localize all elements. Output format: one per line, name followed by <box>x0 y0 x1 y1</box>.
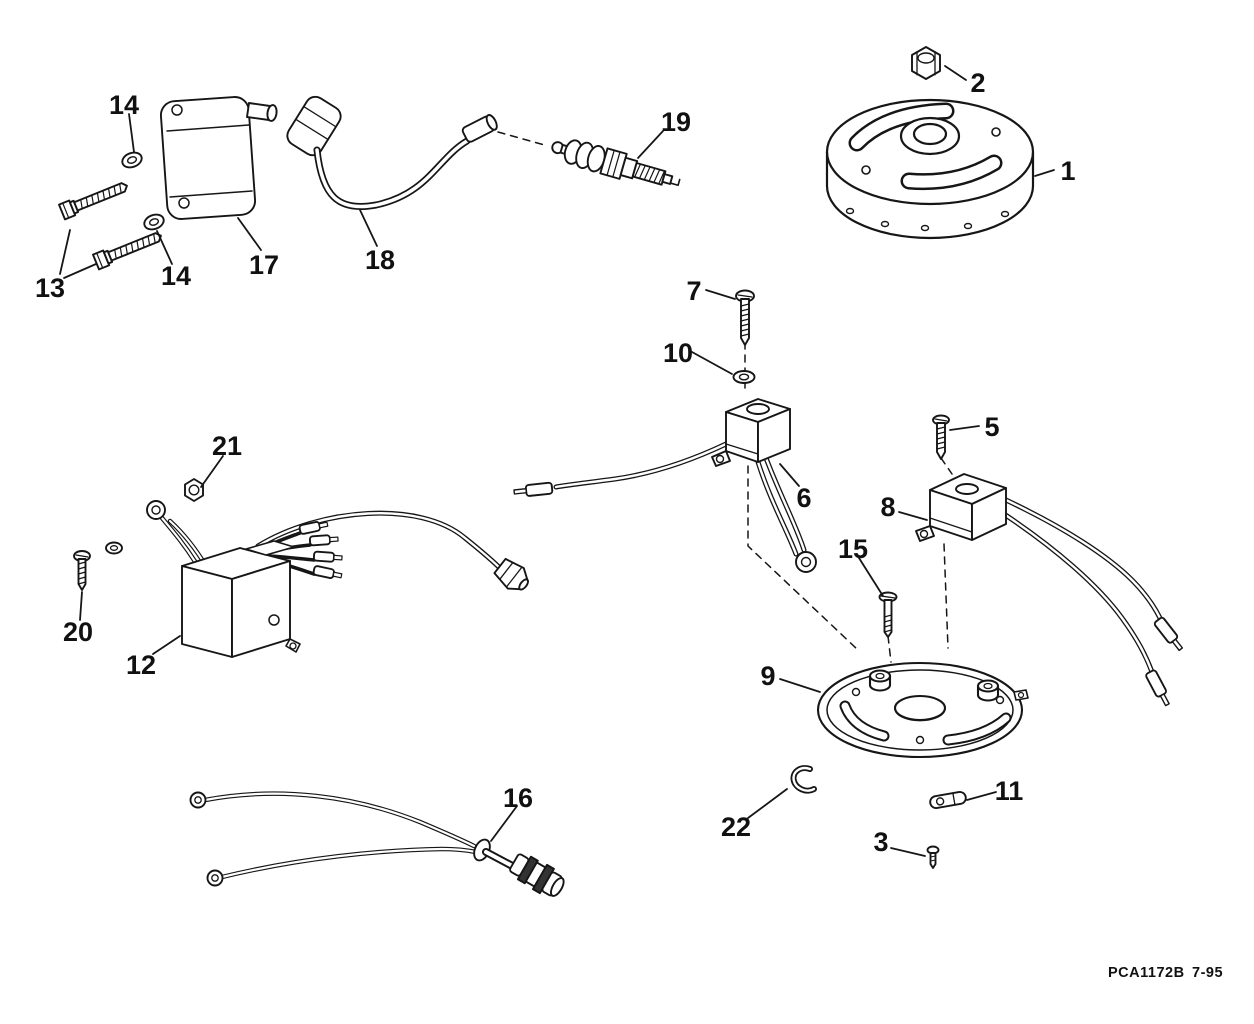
callout-label-6: 6 <box>796 483 811 513</box>
callout-label-15: 15 <box>838 534 868 564</box>
callout-labels: 14 17 18 19 13 14 2 1 7 10 5 6 8 21 20 1… <box>35 68 1076 857</box>
callout-label-10: 10 <box>663 338 693 368</box>
driver-coil-part <box>915 473 1184 707</box>
callout-label-5: 5 <box>984 412 999 442</box>
ring-terminal <box>795 551 817 573</box>
driver-coil-screw-part <box>932 414 950 460</box>
bullet-connector <box>308 534 339 547</box>
callout-label-14b: 14 <box>161 261 191 291</box>
callout-label-2: 2 <box>970 68 985 98</box>
armature-plate-part <box>816 661 1029 759</box>
callout-label-3: 3 <box>873 827 888 857</box>
callout-label-17: 17 <box>249 250 279 280</box>
callout-label-21: 21 <box>212 431 242 461</box>
washer-a-part <box>121 151 143 169</box>
clamp-screw-part <box>926 845 940 869</box>
callout-label-20: 20 <box>63 617 93 647</box>
stop-switch-harness-part <box>189 791 565 897</box>
armature-plate-screw-part <box>878 591 898 638</box>
terminal-boot <box>493 557 529 591</box>
bullet-connector <box>1145 669 1170 707</box>
sensor-coil-washer-part <box>732 370 756 384</box>
drawing-revision: 7-95 <box>1192 965 1223 981</box>
callout-label-9: 9 <box>760 661 775 691</box>
callout-label-8: 8 <box>880 492 895 522</box>
bullet-connector <box>312 565 343 579</box>
callout-label-14a: 14 <box>109 90 139 120</box>
bullet-connector <box>1153 616 1184 652</box>
ring-terminal <box>189 791 207 809</box>
bullet-connector <box>312 550 343 563</box>
power-pack-part <box>146 500 529 658</box>
spark-plug-part <box>551 139 681 187</box>
bullet-connector <box>298 521 329 535</box>
leader-lines <box>59 65 1055 857</box>
harness-connector <box>509 853 565 897</box>
plate-boss <box>976 679 1000 702</box>
coil-bolt-a-part <box>58 182 128 221</box>
ignition-coil-part <box>159 96 278 220</box>
callout-label-13: 13 <box>35 273 65 303</box>
ring-terminal <box>206 869 224 887</box>
drawing-part-code: PCA1172B <box>1108 965 1185 981</box>
power-pack-screw-part <box>73 541 123 591</box>
callout-label-16: 16 <box>503 783 533 813</box>
plate-center-hole <box>893 694 947 722</box>
flywheel-part <box>825 98 1035 240</box>
charge-coil-part <box>513 398 817 573</box>
callout-label-22: 22 <box>721 812 751 842</box>
callout-label-11: 11 <box>995 776 1024 806</box>
retainer-clip-part <box>790 765 817 794</box>
callout-label-7: 7 <box>686 276 701 306</box>
callout-label-1: 1 <box>1060 156 1075 186</box>
callout-label-12: 12 <box>126 650 156 680</box>
ring-terminal <box>146 500 166 520</box>
spark-plug-lead-part <box>286 95 498 210</box>
power-pack-nut-part <box>184 478 204 502</box>
plate-boss <box>868 669 892 692</box>
washer-b-part <box>143 213 165 231</box>
bullet-connector <box>513 481 554 497</box>
wire-clamp-part <box>929 790 967 810</box>
coil-hv-terminal <box>266 104 278 122</box>
callout-label-18: 18 <box>365 245 395 275</box>
coil-bolt-b-part <box>92 232 162 271</box>
sensor-coil-screw-part <box>735 289 755 346</box>
flywheel-nut-part <box>911 46 941 80</box>
callout-label-19: 19 <box>661 107 691 137</box>
lead-connector <box>461 114 498 143</box>
